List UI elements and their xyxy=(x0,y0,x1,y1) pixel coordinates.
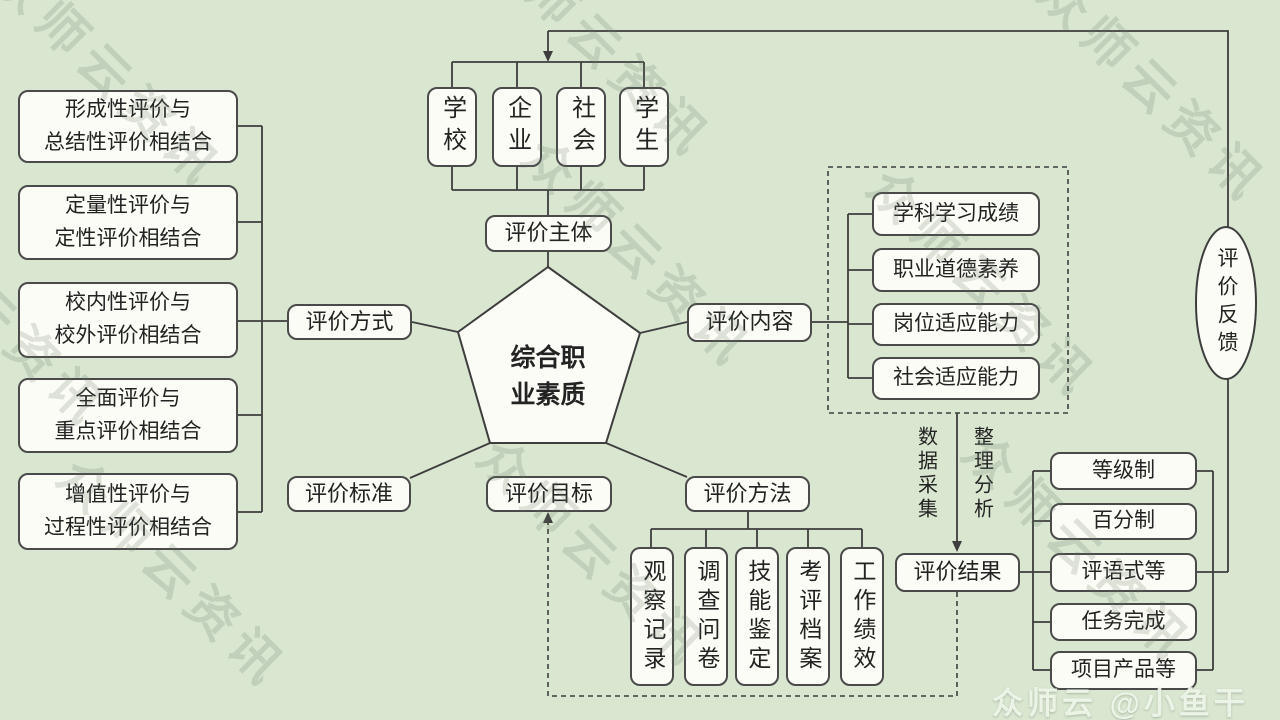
node-method-item-1: 调查问卷 xyxy=(684,547,728,686)
label-data-analyze: 整理分析 xyxy=(970,426,993,522)
node-subject-item-1: 企业 xyxy=(492,87,542,167)
node-result-item-4: 项目产品等 xyxy=(1050,651,1197,690)
label-data-collect: 数据采集 xyxy=(914,426,937,522)
node-goal: 评价目标 xyxy=(486,476,612,512)
signature: 众师云 @小鱼干 xyxy=(992,686,1249,720)
node-content: 评价内容 xyxy=(687,303,812,342)
node-mode-item-4: 增值性评价与 过程性评价相结合 xyxy=(18,473,238,550)
node-subject-item-2: 社会 xyxy=(556,87,606,167)
node-core: 综合职 业素质 xyxy=(510,343,586,410)
node-result: 评价结果 xyxy=(895,553,1020,592)
node-result-item-2: 评语式等 xyxy=(1050,553,1197,592)
node-method: 评价方法 xyxy=(685,476,810,512)
node-method-item-3: 考评档案 xyxy=(786,547,830,686)
node-subject-item-0: 学校 xyxy=(427,87,477,167)
feedback-ellipse-shape xyxy=(1195,226,1257,380)
node-feedback: 评价反馈 xyxy=(1215,247,1238,359)
node-content-item-2: 岗位适应能力 xyxy=(872,303,1040,346)
node-result-item-3: 任务完成 xyxy=(1050,603,1197,641)
node-content-item-1: 职业道德素养 xyxy=(872,248,1040,292)
node-content-item-0: 学科学习成绩 xyxy=(872,192,1040,236)
pentagon-shape xyxy=(456,265,642,444)
node-method-item-0: 观察记录 xyxy=(630,547,674,686)
node-mode-item-1: 定量性评价与 定性评价相结合 xyxy=(18,185,238,260)
node-result-item-1: 百分制 xyxy=(1050,503,1197,540)
node-method-item-2: 技能鉴定 xyxy=(735,547,779,686)
node-result-item-0: 等级制 xyxy=(1050,452,1197,490)
node-mode-item-3: 全面评价与 重点评价相结合 xyxy=(18,378,238,453)
node-subject: 评价主体 xyxy=(485,215,612,252)
node-content-item-3: 社会适应能力 xyxy=(872,357,1040,400)
node-standard: 评价标准 xyxy=(287,476,411,512)
node-mode-item-0: 形成性评价与 总结性评价相结合 xyxy=(18,90,238,163)
node-method-item-4: 工作绩效 xyxy=(840,547,884,686)
node-mode: 评价方式 xyxy=(287,304,412,340)
node-mode-item-2: 校内性评价与 校外评价相结合 xyxy=(18,282,238,358)
node-subject-item-3: 学生 xyxy=(619,87,669,167)
